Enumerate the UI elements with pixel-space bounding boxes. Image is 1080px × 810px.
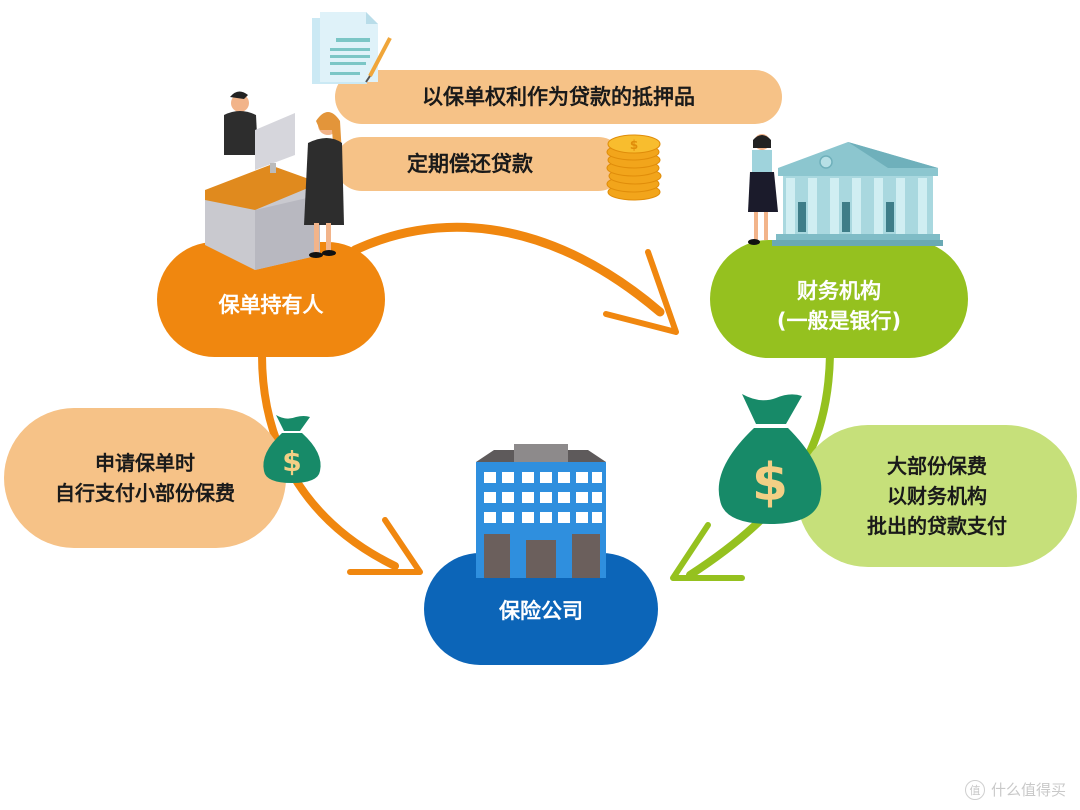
arrowhead-policyholder-to-bank — [603, 249, 679, 335]
flow-self-pay-pill: 申请保单时 自行支付小部份保费 — [4, 408, 286, 548]
dollar-glyph: $ — [282, 445, 301, 478]
office-building-illustration — [476, 444, 606, 578]
flow-self-pay-label: 申请保单时 自行支付小部份保费 — [55, 451, 235, 505]
node-financial-institution: 财务机构 (一般是银行) — [710, 240, 968, 358]
watermark-text: 什么值得买 — [990, 781, 1066, 799]
watermark: 值 什么值得买 — [964, 779, 1066, 800]
node-insurance-company: 保险公司 — [424, 553, 658, 665]
arrowhead-policyholder-to-insurer — [347, 517, 423, 575]
flow-collateral-pill: 以保单权利作为贷款的抵押品 — [335, 70, 782, 124]
node-policyholder-label: 保单持有人 — [218, 292, 324, 317]
flow-loan-pay-pill: 大部份保费 以财务机构 批出的贷款支付 — [797, 425, 1077, 567]
coin-stack-icon: $ — [606, 134, 662, 201]
arrowhead-bank-to-insurer — [670, 522, 745, 581]
arrow-policyholder-to-bank — [350, 222, 665, 317]
bank-building-illustration — [748, 134, 943, 246]
reception-desk-people-illustration — [205, 91, 344, 270]
flow-collateral-label: 以保单权利作为贷款的抵押品 — [422, 85, 695, 109]
money-bag-icon: $ — [263, 415, 321, 483]
flow-loan-pay-label: 大部份保费 以财务机构 批出的贷款支付 — [867, 454, 1007, 538]
node-financial-institution-label: 财务机构 (一般是银行) — [776, 279, 902, 333]
coin-dollar-glyph: $ — [630, 138, 638, 152]
dollar-glyph: $ — [752, 453, 788, 513]
flow-repay-pill: 定期偿还贷款 — [335, 137, 625, 191]
money-bag-icon: $ — [718, 394, 822, 524]
watermark-logo-icon: 值 — [964, 779, 985, 800]
node-insurance-company-label: 保险公司 — [499, 599, 583, 623]
flow-repay-label: 定期偿还贷款 — [407, 152, 533, 176]
document-pen-icon — [312, 12, 392, 84]
